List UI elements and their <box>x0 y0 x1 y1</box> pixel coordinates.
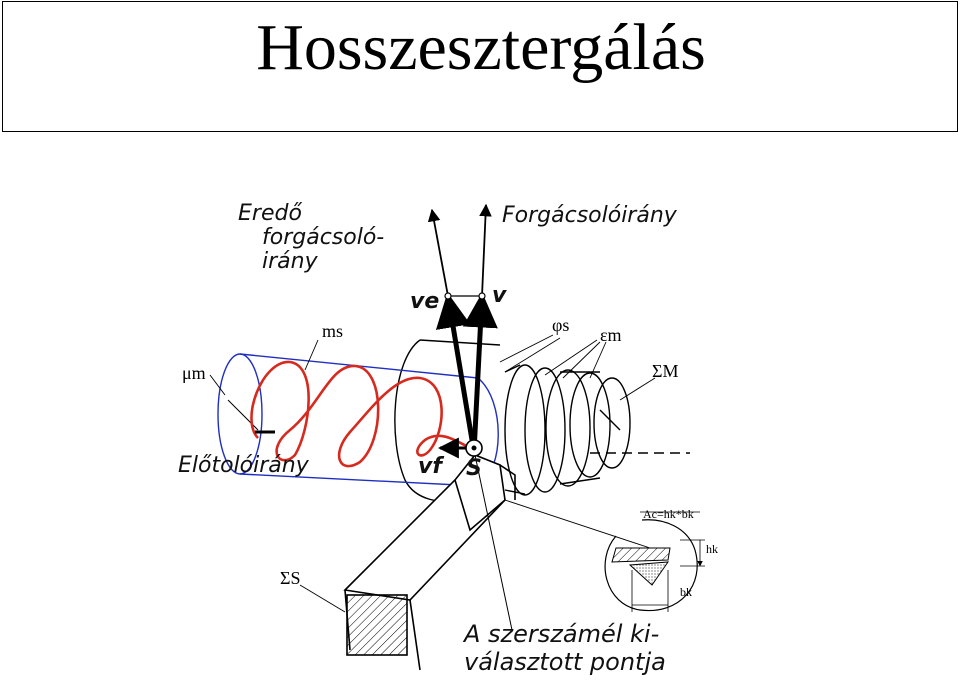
label-sigma-S: ΣS <box>280 568 301 588</box>
cutting-arrow <box>479 203 492 297</box>
label-hk: hk <box>706 542 718 556</box>
title-box: Hosszesztergálás <box>2 1 958 132</box>
label-bk: bk <box>680 585 692 599</box>
chip-spiral <box>250 360 471 468</box>
label-v: v <box>492 283 507 308</box>
label-tool-point-1: A szerszámél ki- <box>462 620 659 648</box>
resultant-arrow <box>427 208 449 297</box>
v-vector <box>462 292 498 453</box>
label-cutting-direction: Forgácsolóirány <box>502 203 678 228</box>
velocity-vectors <box>427 203 498 459</box>
leader-lines <box>209 334 656 613</box>
ve-vector <box>435 292 477 453</box>
label-vf: vf <box>418 454 444 479</box>
label-tool-point-2: választott pontja <box>464 648 666 676</box>
label-ac-formula: Ac=hk*bk <box>643 507 694 521</box>
label-ve: ve <box>410 289 439 314</box>
label-s: S <box>466 456 482 481</box>
label-feed-direction: Előtolóirány <box>178 453 310 478</box>
chip-section-inset <box>604 511 705 612</box>
label-epsilon-m: εm <box>600 325 622 345</box>
label-phi-s: φs <box>552 315 569 335</box>
label-resultant-1: Eredő <box>238 201 302 226</box>
label-resultant-3: irány <box>262 249 319 274</box>
label-resultant-2: forgácsoló- <box>262 225 384 250</box>
label-ms: ms <box>322 321 343 341</box>
label-sigma-M: ΣM <box>652 361 678 381</box>
label-mu-m: μm <box>182 363 206 383</box>
page-title: Hosszesztergálás <box>256 11 706 84</box>
cutting-tool <box>343 454 516 671</box>
